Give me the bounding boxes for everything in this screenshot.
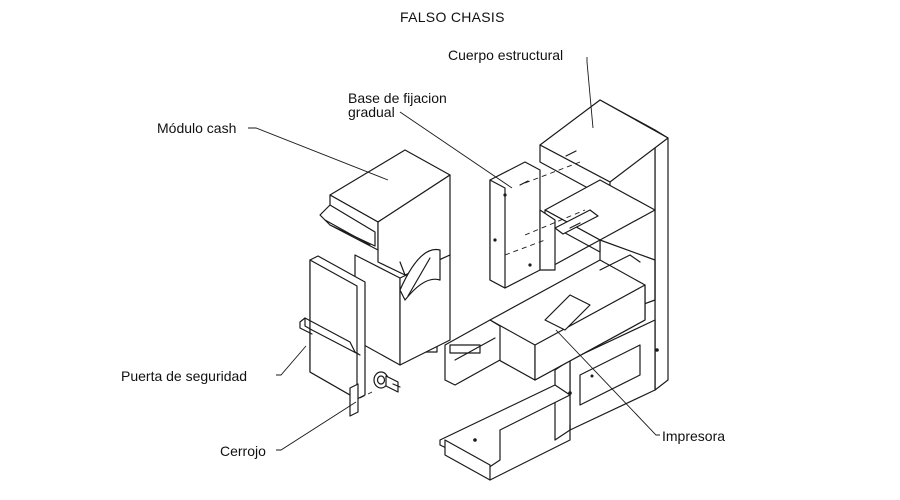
leader-modulo	[248, 127, 389, 181]
leader-puerta	[276, 345, 307, 376]
leader-impresora	[555, 329, 660, 436]
puerta-seguridad	[299, 255, 366, 417]
label-base-fijacion-line2: gradual	[348, 104, 395, 120]
label-puerta-seguridad: Puerta de seguridad	[121, 368, 247, 384]
leader-cuerpo	[586, 57, 594, 129]
label-modulo-cash: Módulo cash	[157, 120, 236, 136]
diagram-title: FALSO CHASIS	[400, 9, 505, 25]
modulo-cash	[319, 149, 451, 366]
impresora	[424, 254, 646, 386]
base-fijacion	[489, 161, 586, 289]
cerrojo	[359, 371, 401, 399]
label-base-fijacion-line1: Base de fijacion	[348, 90, 447, 106]
label-cerrojo: Cerrojo	[220, 443, 266, 459]
label-cuerpo-estructural: Cuerpo estructural	[448, 47, 563, 63]
leader-base	[399, 111, 513, 189]
label-impresora: Impresora	[662, 428, 725, 444]
leader-cerrojo	[276, 401, 357, 451]
leader-lines	[248, 57, 660, 451]
